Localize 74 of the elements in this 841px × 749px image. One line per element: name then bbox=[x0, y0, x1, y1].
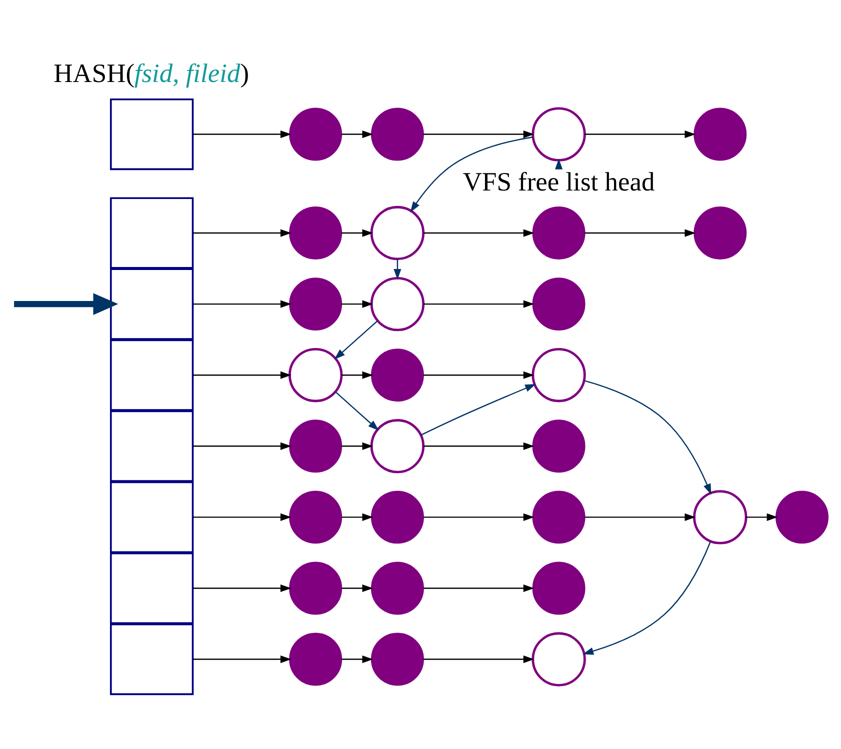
arrow bbox=[410, 136, 533, 212]
arrow bbox=[192, 655, 292, 664]
node-circle bbox=[289, 206, 342, 260]
arrow bbox=[192, 229, 292, 237]
arrow bbox=[14, 293, 118, 315]
node-circle bbox=[370, 562, 424, 615]
node-circle bbox=[532, 490, 586, 544]
node-box bbox=[110, 552, 194, 624]
node-circle bbox=[289, 278, 342, 331]
arrow bbox=[424, 655, 534, 664]
node-circle bbox=[370, 632, 424, 686]
arrow bbox=[424, 229, 534, 237]
arrow bbox=[192, 300, 292, 308]
arrow bbox=[192, 442, 292, 450]
node-box bbox=[110, 98, 194, 170]
arrow bbox=[584, 380, 712, 495]
arrow bbox=[555, 158, 563, 170]
arrow bbox=[424, 130, 534, 138]
node-circle bbox=[288, 348, 343, 402]
node-circle bbox=[289, 562, 342, 615]
arrow bbox=[192, 130, 292, 138]
node-circle bbox=[370, 108, 424, 161]
arrow bbox=[342, 229, 374, 237]
arrow bbox=[192, 371, 292, 379]
arrow bbox=[584, 513, 696, 521]
arrow bbox=[584, 130, 696, 138]
arrow bbox=[424, 513, 534, 521]
arrow bbox=[334, 320, 378, 360]
node-circle bbox=[532, 632, 586, 686]
arrow bbox=[424, 371, 534, 379]
arrow bbox=[746, 513, 778, 521]
arrow bbox=[584, 229, 696, 237]
node-box bbox=[110, 197, 194, 269]
arrow bbox=[342, 513, 374, 521]
node-circle bbox=[370, 206, 425, 260]
node-box bbox=[110, 481, 194, 553]
arrow bbox=[342, 130, 374, 138]
node-circle bbox=[370, 276, 425, 332]
node-circle bbox=[694, 206, 747, 260]
node-text: VFS free list head bbox=[462, 166, 655, 196]
arrow bbox=[424, 300, 534, 308]
node-box bbox=[110, 339, 194, 411]
label: HASH(fsid, fileid) bbox=[54, 58, 250, 88]
node-circle bbox=[693, 490, 748, 544]
node-circle bbox=[694, 108, 747, 161]
node-circle bbox=[532, 206, 586, 260]
arrow bbox=[192, 513, 292, 521]
node-circle bbox=[370, 490, 424, 544]
node-circle bbox=[289, 632, 342, 686]
node-circle bbox=[289, 108, 342, 161]
node-circle bbox=[289, 420, 342, 473]
node-circle bbox=[370, 419, 425, 474]
node-circle bbox=[289, 490, 342, 544]
arrow bbox=[582, 541, 712, 655]
arrow bbox=[342, 300, 374, 308]
node-circle bbox=[532, 348, 586, 402]
arrow bbox=[342, 655, 374, 664]
arrow bbox=[342, 584, 374, 592]
arrow bbox=[424, 442, 534, 450]
node-box bbox=[110, 268, 194, 340]
node-circle bbox=[532, 562, 586, 615]
node-circle bbox=[776, 490, 829, 544]
arrow bbox=[420, 384, 536, 436]
node-circle bbox=[370, 348, 424, 402]
arrow bbox=[342, 371, 374, 379]
node-box bbox=[110, 623, 194, 696]
arrow bbox=[335, 391, 379, 431]
arrow bbox=[424, 584, 534, 592]
arrow bbox=[192, 584, 292, 592]
node-box bbox=[110, 410, 194, 482]
arrow bbox=[394, 259, 402, 280]
node-circle bbox=[532, 420, 586, 473]
node-circle bbox=[532, 278, 586, 331]
arrow bbox=[342, 442, 374, 450]
